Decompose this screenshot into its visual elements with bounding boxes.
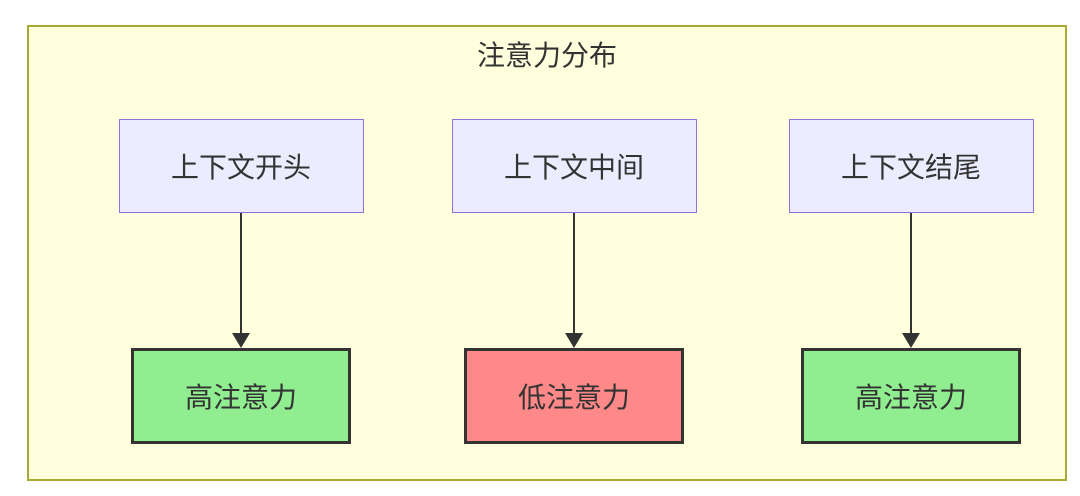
arrow-down-icon: [232, 213, 250, 348]
node-context-start: 上下文开头: [118, 119, 364, 213]
node-label: 低注意力: [517, 382, 630, 413]
node-high-attention-right: 高注意力: [801, 348, 1021, 444]
flow-column-context-end: 上下文结尾 高注意力: [781, 119, 1041, 444]
node-label: 上下文中间: [503, 152, 644, 183]
node-label: 高注意力: [854, 382, 967, 413]
arrow-down-icon: [902, 213, 920, 348]
node-label: 高注意力: [184, 382, 297, 413]
arrow-head: [902, 333, 920, 348]
node-context-end: 上下文结尾: [788, 119, 1034, 213]
arrow-head: [232, 333, 250, 348]
node-label: 上下文结尾: [840, 152, 981, 183]
arrow-down-icon: [565, 213, 583, 348]
node-label: 上下文开头: [170, 152, 311, 183]
arrow-line: [572, 213, 576, 333]
diagram-title: 注意力分布: [476, 40, 617, 71]
arrow-head: [565, 333, 583, 348]
node-context-middle: 上下文中间: [451, 119, 697, 213]
flow-column-context-middle: 上下文中间 低注意力: [444, 119, 704, 444]
node-low-attention: 低注意力: [464, 348, 684, 444]
arrow-line: [239, 213, 243, 333]
attention-distribution-container: 注意力分布 上下文开头 高注意力 上下文中间 低注意力: [27, 25, 1067, 481]
arrow-line: [909, 213, 913, 333]
flow-column-context-start: 上下文开头 高注意力: [111, 119, 371, 444]
node-high-attention-left: 高注意力: [131, 348, 351, 444]
